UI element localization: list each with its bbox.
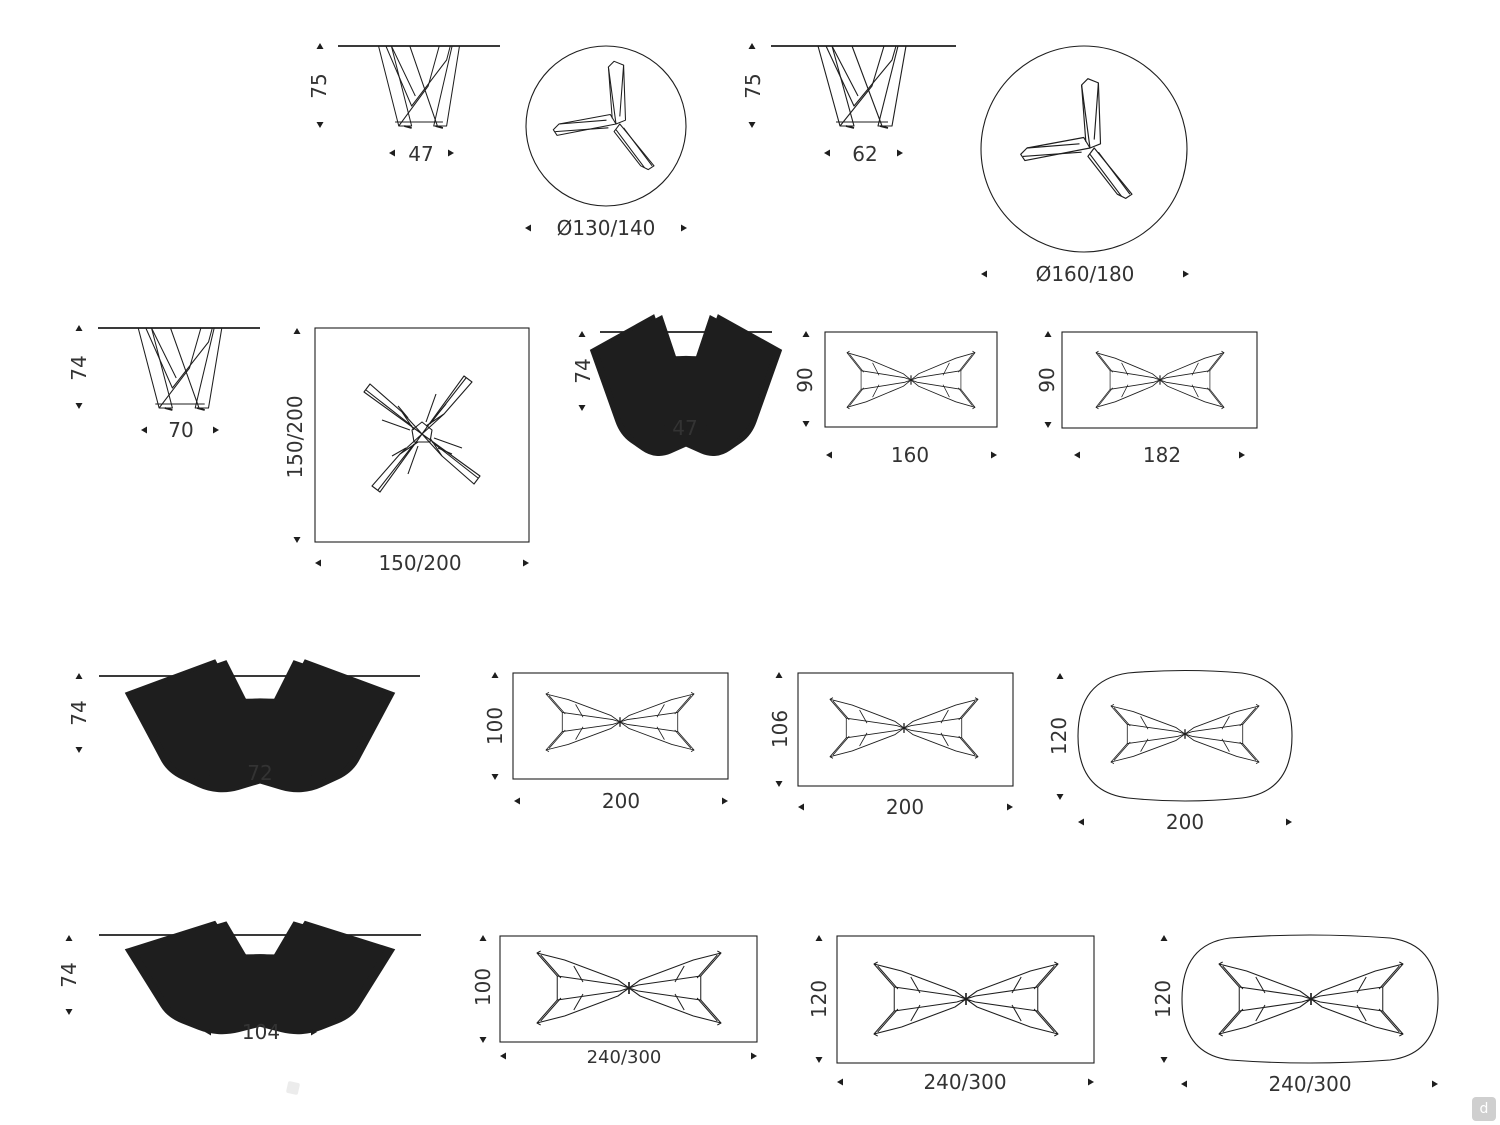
- stray-mark: [285, 1080, 301, 1096]
- width-label: 47: [672, 416, 697, 440]
- width-label: 160: [891, 443, 929, 467]
- top-view-rect-182x90: 90 182: [1035, 331, 1258, 467]
- site-logo-icon[interactable]: d: [1472, 1097, 1496, 1121]
- height-label: 75: [307, 73, 331, 98]
- top-view-rect-200x106: 106 200: [768, 672, 1014, 819]
- depth-label: 90: [793, 367, 817, 392]
- width-label: 104: [242, 1020, 280, 1044]
- top-view-square: 150/200 150/200: [283, 327, 530, 575]
- width-label: 200: [886, 795, 924, 819]
- top-view-oval-200x120: 120 200: [1047, 669, 1293, 834]
- height-label: 74: [57, 962, 81, 987]
- width-label: 70: [168, 418, 193, 442]
- width-label: 150/200: [378, 551, 461, 575]
- depth-label: 100: [471, 968, 495, 1006]
- width-label: 240/300: [1268, 1072, 1351, 1096]
- top-view-oval-240x120: 120 240/300: [1151, 934, 1439, 1096]
- height-label: 75: [741, 73, 765, 98]
- depth-label: 120: [1047, 717, 1071, 755]
- width-label: 72: [247, 761, 272, 785]
- top-view-rect-240x120: 120 240/300: [807, 935, 1095, 1094]
- height-label: 74: [571, 358, 595, 383]
- top-view-round-160: Ø160/180: [980, 45, 1189, 286]
- depth-label: 90: [1035, 367, 1059, 392]
- side-view-round-160: 75 62: [741, 43, 956, 166]
- width-label: 240/300: [923, 1070, 1006, 1094]
- depth-label: 120: [807, 980, 831, 1018]
- width-label: 200: [1166, 810, 1204, 834]
- side-view-round-130: 75 47: [307, 43, 500, 166]
- width-label: 200: [602, 789, 640, 813]
- width-label: 240/300: [587, 1047, 662, 1068]
- side-view-square: 74 70: [67, 325, 260, 442]
- diameter-label: Ø130/140: [557, 216, 656, 240]
- depth-label: 120: [1151, 980, 1175, 1018]
- diameter-label: Ø160/180: [1036, 262, 1135, 286]
- height-label: 74: [67, 700, 91, 725]
- depth-label: 100: [483, 707, 507, 745]
- depth-label: 150/200: [283, 395, 307, 478]
- side-view-row3: 74 72: [67, 673, 420, 785]
- width-label: 62: [852, 142, 877, 166]
- top-view-round-130: Ø130/140: [525, 45, 687, 240]
- side-view-rect-90: 74 47: [571, 331, 772, 440]
- depth-label: 106: [768, 710, 792, 748]
- width-label: 182: [1143, 443, 1181, 467]
- side-view-row4: 74 104: [57, 935, 421, 1044]
- top-view-rect-200x100: 100 200: [483, 672, 729, 813]
- top-view-rect-160x90: 90 160: [793, 331, 998, 467]
- top-view-rect-240x100: 100 240/300: [471, 935, 758, 1068]
- width-label: 47: [408, 142, 433, 166]
- height-label: 74: [67, 355, 91, 380]
